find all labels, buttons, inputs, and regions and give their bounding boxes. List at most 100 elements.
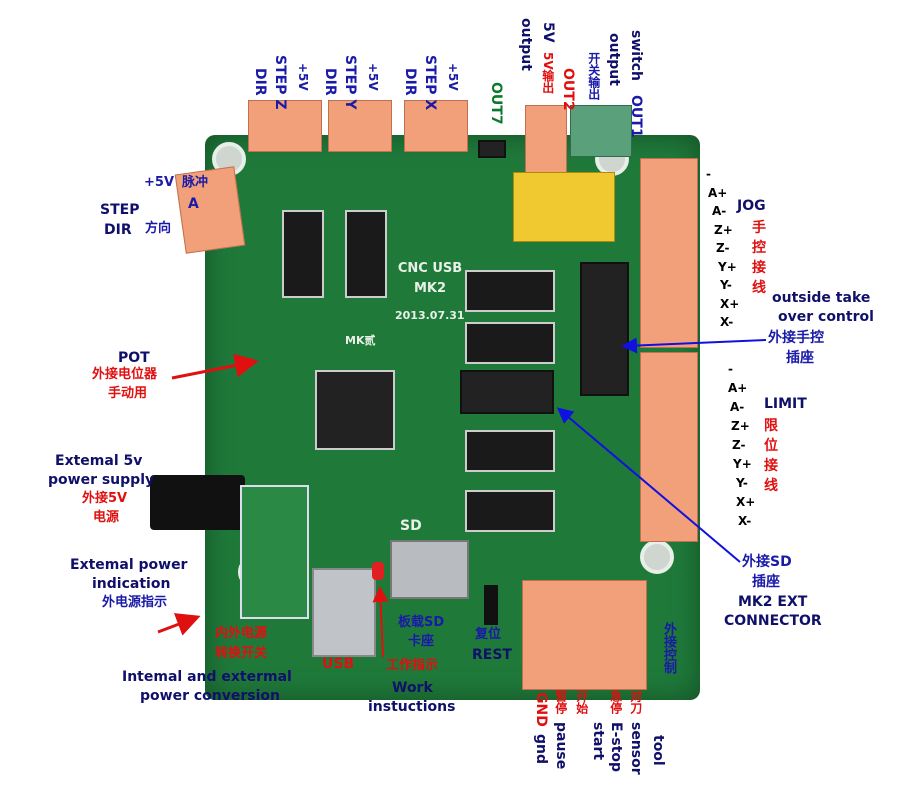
terminal-y [328,100,392,152]
limit-pin: Y- [736,476,748,490]
out2-5v-label: 5V [540,22,557,43]
ext-header[interactable] [460,370,554,414]
z-5v-label: +5V [295,63,310,91]
jog-pin: A+ [708,185,728,200]
ic-chip [282,210,324,298]
work-arrow [372,586,389,658]
control-terminal[interactable] [522,580,647,690]
extpower-cn: 外电源指示 [102,595,168,610]
z-step-label: STEP Z [272,55,289,110]
jog-terminal[interactable] [640,158,698,348]
takeover-cn2: 插座 [786,350,814,366]
pot-cn1: 外接电位器 [92,367,158,382]
takeover-arrow [621,337,767,354]
switch-cn2: 转换开关 [215,646,268,661]
reset-cn: 复位 [475,627,502,642]
board-date: 2013.07.31 [395,309,465,322]
work-led [372,562,384,580]
out7-header [478,140,506,158]
control-pin-cn: GND [533,692,550,727]
x-step-label: STEP X [422,55,439,111]
control-pin-cn: 对刀 [628,690,643,714]
ext5v-en1: Extemal 5v [55,453,143,469]
out2-cn-label: 5V输出 [540,52,555,94]
pot-cn2: 手动用 [108,386,148,401]
jog-cn-label: 手控接线 [752,220,766,296]
a-step-label: STEP [100,202,140,218]
x-dir-label: DIR [402,68,419,96]
limit-pin: X+ [736,495,756,509]
a-5v-cn-label: 脉冲 [182,175,209,190]
limit-pin: A- [730,400,745,414]
control-pin-cn: 开始 [574,690,589,714]
jog-pin: - [706,167,711,181]
a-dir-label: DIR [104,222,132,238]
mcu-chip [315,370,395,450]
board-mk: MK贰 [345,334,376,347]
usb-port[interactable] [312,568,376,657]
work-en2: instuctions [368,699,456,715]
limit-pin: A+ [728,381,748,395]
out7-label: OUT7 [488,82,505,125]
control-pin-en: tool [650,735,667,766]
ic-chip [345,210,387,298]
board-model: MK2 [413,281,447,296]
jog-pin: Z- [716,241,730,255]
takeover-cn1: 外接手控 [768,330,824,346]
jog-pin: X- [720,315,734,329]
ext5v-cn1: 外接5V [82,491,128,506]
a-5v-label: +5V [144,175,174,190]
work-cn: 工作指示 [386,658,439,673]
limit-title: LIMIT [764,396,807,412]
extpower-en1: Extemal power [70,557,188,573]
jog-pin: Z+ [714,222,733,237]
y-5v-label: +5V [365,63,380,91]
out2-name-label: OUT2 [560,68,577,111]
board-sd: SD [400,518,422,534]
pot-title: POT [118,350,150,366]
limit-pin: X- [738,514,752,528]
takeover-en2: over control [778,309,874,325]
ext-arrow [556,407,741,563]
z-dir-label: DIR [252,68,269,96]
sd-cn1: 板载SD [398,615,445,630]
jog-pin: Y- [720,278,732,292]
ext5v-en2: power supply [48,472,155,488]
limit-terminal[interactable] [640,352,698,542]
jog-pin-list: - A+ A- Z+ Z- Y+ Y- X+ X- [706,165,739,332]
out1-cn-label: 开关输出 [586,52,601,100]
ic-chip [465,430,555,472]
pot-arrow [171,353,259,380]
out1-output-label: output [606,33,623,86]
jog-pin: Y+ [718,259,737,274]
extpower-en2: indication [92,576,171,592]
a-dir-cn-label: 方向 [145,221,172,236]
control-pin-en: E-stop [608,722,625,773]
takeover-header[interactable] [580,262,629,396]
mount-hole [640,540,674,574]
terminal-out2 [525,105,567,175]
ext-cn1: 外接SD [742,554,792,570]
control-pin-cn: 急停 [608,690,623,714]
relay [513,172,615,242]
x-5v-label: +5V [445,63,460,91]
control-title: 外接控制 [660,622,676,674]
limit-pin-list: - A+ A- Z+ Z- Y+ Y- X+ X- [728,360,755,531]
terminal-x [404,100,468,152]
terminal-z [248,100,322,152]
limit-cn-label: 限位接线 [764,418,778,494]
work-en1: Work [392,680,433,696]
terminal-out1 [570,105,632,157]
a-name-label: A [188,196,199,212]
reset-button[interactable] [484,585,498,625]
jog-title: JOG [737,198,766,214]
sd-slot[interactable] [390,540,469,599]
control-pin-en: start [590,722,607,761]
control-pin-en: gnd [533,734,550,765]
ext-en2: CONNECTOR [724,613,822,629]
limit-pin: Z- [732,438,746,452]
dc-jack[interactable] [150,475,245,530]
control-pin-cn: 暂停 [553,690,568,714]
